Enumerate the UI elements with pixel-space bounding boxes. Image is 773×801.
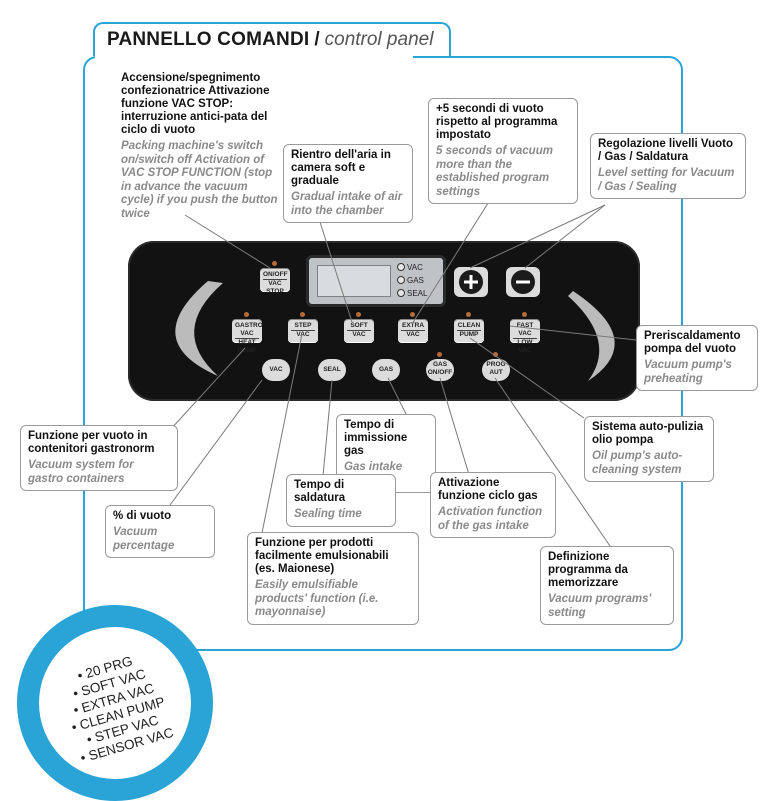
callout-preheat: Preriscaldamento pompa del vuoto Vacuum …	[636, 325, 758, 391]
gas-key[interactable]: GAS	[372, 359, 400, 381]
seal-key[interactable]: SEAL	[318, 359, 346, 381]
minus-icon	[511, 270, 535, 294]
panel-swoosh-decoration	[175, 281, 615, 381]
features-badge: • 20 PRG • SOFT VAC • EXTRA VAC • CLEAN …	[17, 605, 213, 801]
features-list: • 20 PRG • SOFT VAC • EXTRA VAC • CLEAN …	[50, 646, 182, 769]
callout-soft-air: Rientro dell'aria in camera soft e gradu…	[283, 144, 413, 223]
title-tab-joint	[95, 54, 413, 59]
lcd-screen	[317, 265, 391, 297]
plus-key[interactable]	[454, 267, 488, 297]
onoff-vacstop-key[interactable]: ON/OFF VAC STOP	[260, 261, 290, 295]
indicator-gas: GAS	[397, 276, 424, 285]
minus-key[interactable]	[506, 267, 540, 297]
callout-vac-percentage: % di vuoto Vacuum percentage	[105, 505, 215, 558]
title-main: PANNELLO COMANDI	[107, 29, 310, 50]
indicator-vac: VAC	[397, 263, 423, 272]
callout-seal-time: Tempo di saldatura Sealing time	[286, 474, 396, 527]
callout-gastro: Funzione per vuoto in contenitori gastro…	[20, 425, 178, 491]
callout-program: Definizione programma da memorizzare Vac…	[540, 546, 674, 625]
callout-autoclean: Sistema auto-pulizia olio pompa Oil pump…	[584, 416, 714, 482]
title-sub: control panel	[324, 29, 434, 50]
plus-icon	[459, 270, 483, 294]
title-tab: PANNELLO COMANDI / control panel	[93, 22, 452, 56]
callout-emulsion: Funzione per prodotti facilmente emulsio…	[247, 532, 419, 625]
lcd-display: VAC GAS SEAL	[306, 255, 446, 307]
callout-plus5: +5 secondi di vuoto rispetto al programm…	[428, 98, 578, 204]
features-badge-inner: • 20 PRG • SOFT VAC • EXTRA VAC • CLEAN …	[39, 627, 191, 779]
callout-levels: Regolazione livelli Vuoto / Gas / Saldat…	[590, 133, 746, 199]
title-separator: /	[314, 29, 320, 50]
indicator-seal: SEAL	[397, 289, 427, 298]
vac-key[interactable]: VAC	[262, 359, 290, 381]
callout-gas-cycle: Attivazione funzione ciclo gas Activatio…	[430, 472, 556, 538]
callout-onoff: Accensione/spegnimento confezionatrice A…	[121, 72, 278, 220]
